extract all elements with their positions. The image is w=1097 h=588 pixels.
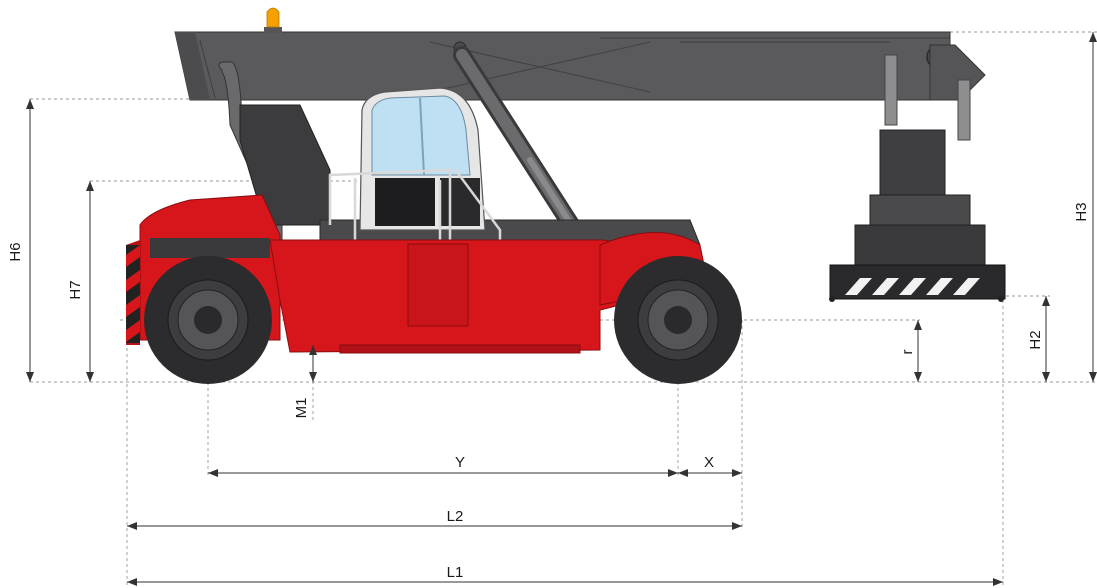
front-wheel <box>614 256 742 384</box>
rear-hazard-stripes <box>126 245 140 343</box>
h2-arrow-bottom <box>1042 372 1050 382</box>
reach-stacker <box>126 7 1006 384</box>
y-arrow-left <box>208 469 218 477</box>
label-x: X <box>704 454 714 471</box>
label-l1: L1 <box>447 564 464 581</box>
m1-arrow-top <box>309 345 317 355</box>
side-panel <box>407 243 469 327</box>
label-m1: M1 <box>293 398 310 419</box>
l2-arrow-left <box>127 522 137 530</box>
h3-arrow-bottom <box>1089 372 1097 382</box>
h7-arrow-top <box>86 181 94 191</box>
under-step <box>339 344 581 354</box>
h6-arrow-bottom <box>26 372 34 382</box>
rear-wheel-arch <box>150 238 270 258</box>
label-y: Y <box>455 454 465 471</box>
label-r: r <box>899 350 916 355</box>
label-h3: H3 <box>1073 202 1090 221</box>
label-l2: L2 <box>447 508 464 525</box>
x-arrow-right <box>732 469 742 477</box>
rear-wheel <box>144 256 272 384</box>
beacon-light <box>264 7 282 33</box>
m1-arrow-bottom <box>309 372 317 382</box>
label-h6: H6 <box>7 242 24 261</box>
dimension-lines <box>26 32 1097 586</box>
h7-arrow-bottom <box>86 372 94 382</box>
label-h2: H2 <box>1027 330 1044 349</box>
h3-arrow-top <box>1089 32 1097 42</box>
boom <box>174 31 986 101</box>
r-arrow-top <box>914 320 922 330</box>
label-h7: H7 <box>67 280 84 299</box>
l2-arrow-right <box>732 522 742 530</box>
dimension-labels: H6 H7 H3 H2 r M1 Y X L2 L1 <box>7 202 1090 581</box>
h2-arrow-top <box>1042 296 1050 306</box>
r-arrow-bottom <box>914 372 922 382</box>
x-arrow-left <box>678 469 688 477</box>
operator-cab <box>359 87 486 231</box>
spreader-hazard-stripes <box>845 278 980 295</box>
h6-arrow-top <box>26 99 34 109</box>
l1-arrow-left <box>127 578 137 586</box>
l1-arrow-right <box>993 578 1003 586</box>
spreader <box>829 54 1006 302</box>
y-arrow-right <box>668 469 678 477</box>
